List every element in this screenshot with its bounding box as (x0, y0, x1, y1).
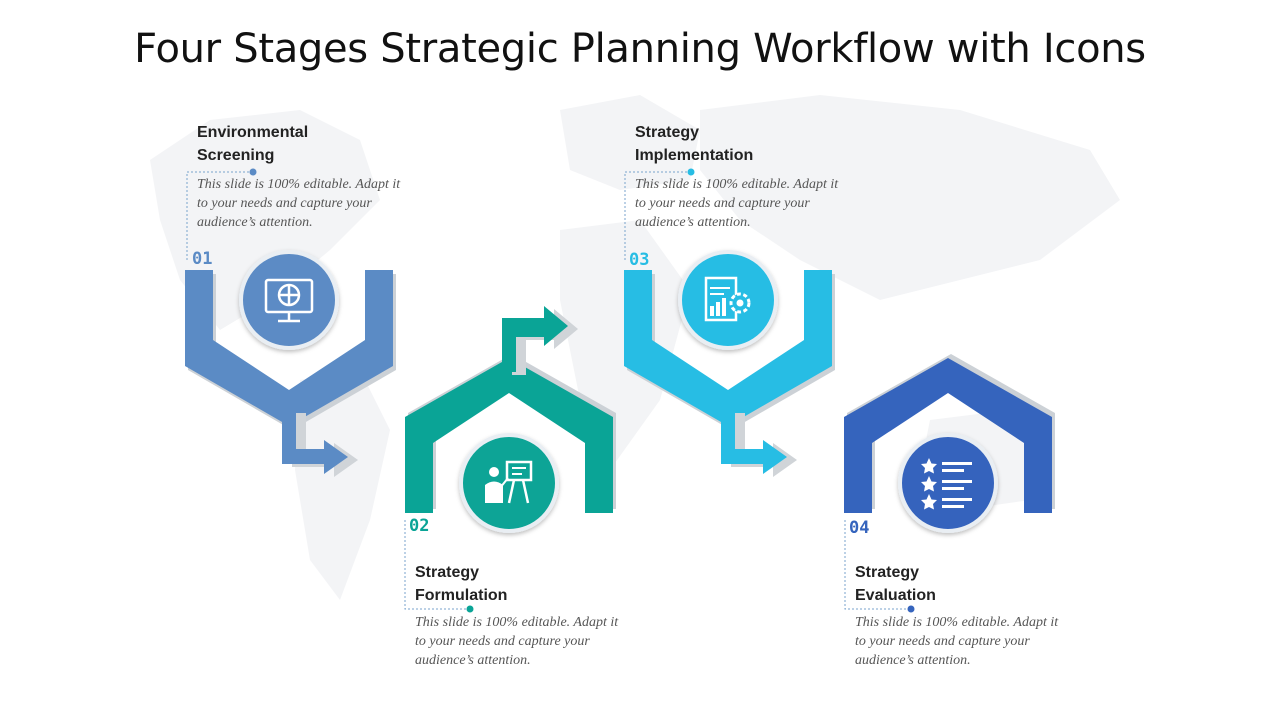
stage-1-title: Environmental Screening (197, 121, 308, 167)
stage-4-desc-line3: audience’s attention. (855, 653, 971, 668)
stage-3-title-line1: Strategy (635, 124, 700, 141)
stage-2-circle (459, 433, 559, 533)
stage-4-number: 04 (849, 518, 870, 538)
stage-3-title: Strategy Implementation (635, 121, 753, 167)
stage-1-desc-line2: to your needs and capture your (197, 196, 372, 211)
stage-1-chevron (185, 270, 396, 430)
stage-2-number: 02 (409, 516, 430, 536)
stage-4-desc-line2: to your needs and capture your (855, 634, 1030, 649)
stage-4-desc-line1: This slide is 100% editable. Adapt it (855, 615, 1059, 630)
stage-3-desc-line1: This slide is 100% editable. Adapt it (635, 177, 839, 192)
stage-3-desc-line3: audience’s attention. (635, 215, 751, 230)
page-title: Four Stages Strategic Planning Workflow … (134, 26, 1146, 72)
stage-4-title-line1: Strategy (855, 564, 920, 581)
stage-2-desc-line3: audience’s attention. (415, 653, 531, 668)
stage-2-title: Strategy Formulation (415, 561, 507, 607)
stage-2-desc-line2: to your needs and capture your (415, 634, 590, 649)
stage-1-number: 01 (192, 249, 213, 269)
stage-4-title: Strategy Evaluation (855, 561, 936, 607)
monitor-globe-icon (264, 278, 314, 323)
stage-4-house (844, 354, 1055, 513)
stage-2-description: This slide is 100% editable. Adapt it to… (415, 613, 655, 670)
stage-1-desc-line3: audience’s attention. (197, 215, 313, 230)
stage-1-title-line1: Environmental (197, 124, 309, 141)
report-gear-icon (704, 276, 751, 322)
stage-3-description: This slide is 100% editable. Adapt it to… (635, 175, 875, 232)
stage-3-title-line2: Implementation (635, 147, 754, 164)
stage-1-desc-line1: This slide is 100% editable. Adapt it (197, 177, 401, 192)
stage-3-circle (678, 250, 778, 350)
stage-2-house (405, 354, 616, 513)
presenter-board-icon (485, 460, 533, 504)
stage-4-title-line2: Evaluation (855, 587, 936, 604)
stage-2-desc-line1: This slide is 100% editable. Adapt it (415, 615, 619, 630)
stage-2-title-line2: Formulation (415, 587, 508, 604)
stage-1-description: This slide is 100% editable. Adapt it to… (197, 175, 437, 232)
star-checklist-icon (921, 458, 972, 510)
stage-2-arrow (502, 306, 578, 375)
stage-3-number: 03 (629, 250, 650, 270)
stage-3-arrow (721, 410, 797, 477)
stage-1-title-line2: Screening (197, 147, 275, 164)
stage-4-description: This slide is 100% editable. Adapt it to… (855, 613, 1095, 670)
connector-dots (249, 168, 915, 613)
stage-3-desc-line2: to your needs and capture your (635, 196, 810, 211)
stage-3-chevron (624, 270, 835, 430)
stage-1-arrow (282, 410, 358, 477)
stage-2-title-line1: Strategy (415, 564, 480, 581)
connector-lines (186, 171, 911, 610)
